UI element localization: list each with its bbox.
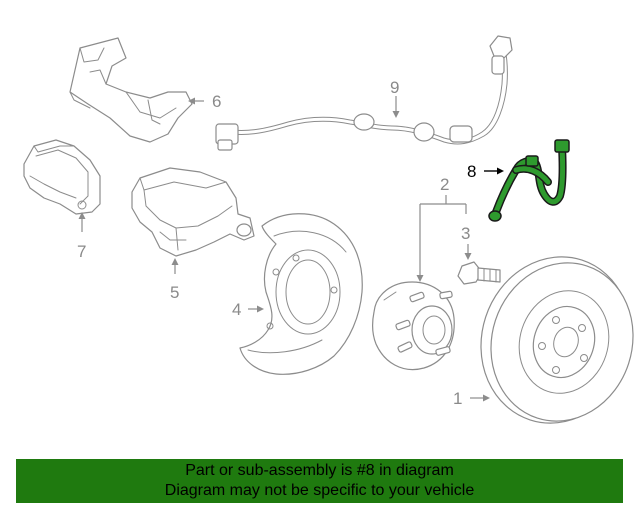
brake-parts-diagram: 6 9 7 bbox=[23, 35, 640, 443]
callout-7[interactable]: 7 bbox=[77, 242, 86, 261]
splash-shield-part[interactable] bbox=[239, 213, 363, 375]
callout-3-arrow bbox=[464, 253, 472, 260]
callout-4-arrow bbox=[257, 305, 264, 313]
callout-5-arrow bbox=[171, 258, 179, 265]
hub-bearing-part[interactable] bbox=[372, 281, 455, 371]
callout-6-arrow bbox=[188, 97, 195, 105]
callout-8-arrow bbox=[497, 167, 504, 175]
brake-rotor-part[interactable] bbox=[460, 237, 640, 443]
callout-6[interactable]: 6 bbox=[212, 92, 221, 111]
banner-line-part: Part or sub-assembly is #8 in diagram bbox=[185, 462, 454, 479]
callout-5[interactable]: 5 bbox=[170, 283, 179, 302]
callout-2-arrow bbox=[416, 275, 424, 282]
part-info-banner: Part or sub-assembly is #8 in diagram Di… bbox=[16, 459, 623, 503]
wheel-speed-sensor-part[interactable] bbox=[215, 35, 513, 151]
callout-1-arrow bbox=[483, 394, 490, 402]
brake-pads-part[interactable] bbox=[23, 139, 101, 215]
callout-2-bracket bbox=[419, 195, 467, 278]
banner-line-disclaimer: Diagram may not be specific to your vehi… bbox=[164, 482, 475, 499]
callout-9[interactable]: 9 bbox=[390, 78, 399, 97]
brake-caliper-part[interactable] bbox=[131, 167, 255, 257]
callout-3[interactable]: 3 bbox=[461, 224, 470, 243]
caliper-bracket-part[interactable] bbox=[69, 37, 193, 143]
callout-7-arrow bbox=[78, 212, 86, 219]
callout-9-arrow bbox=[392, 111, 400, 118]
callout-2[interactable]: 2 bbox=[440, 175, 449, 194]
callout-4[interactable]: 4 bbox=[232, 300, 241, 319]
callout-8[interactable]: 8 bbox=[467, 162, 476, 181]
callout-1[interactable]: 1 bbox=[453, 389, 462, 408]
hub-bolt-part[interactable] bbox=[457, 261, 501, 285]
brake-hose-part[interactable] bbox=[488, 139, 570, 222]
